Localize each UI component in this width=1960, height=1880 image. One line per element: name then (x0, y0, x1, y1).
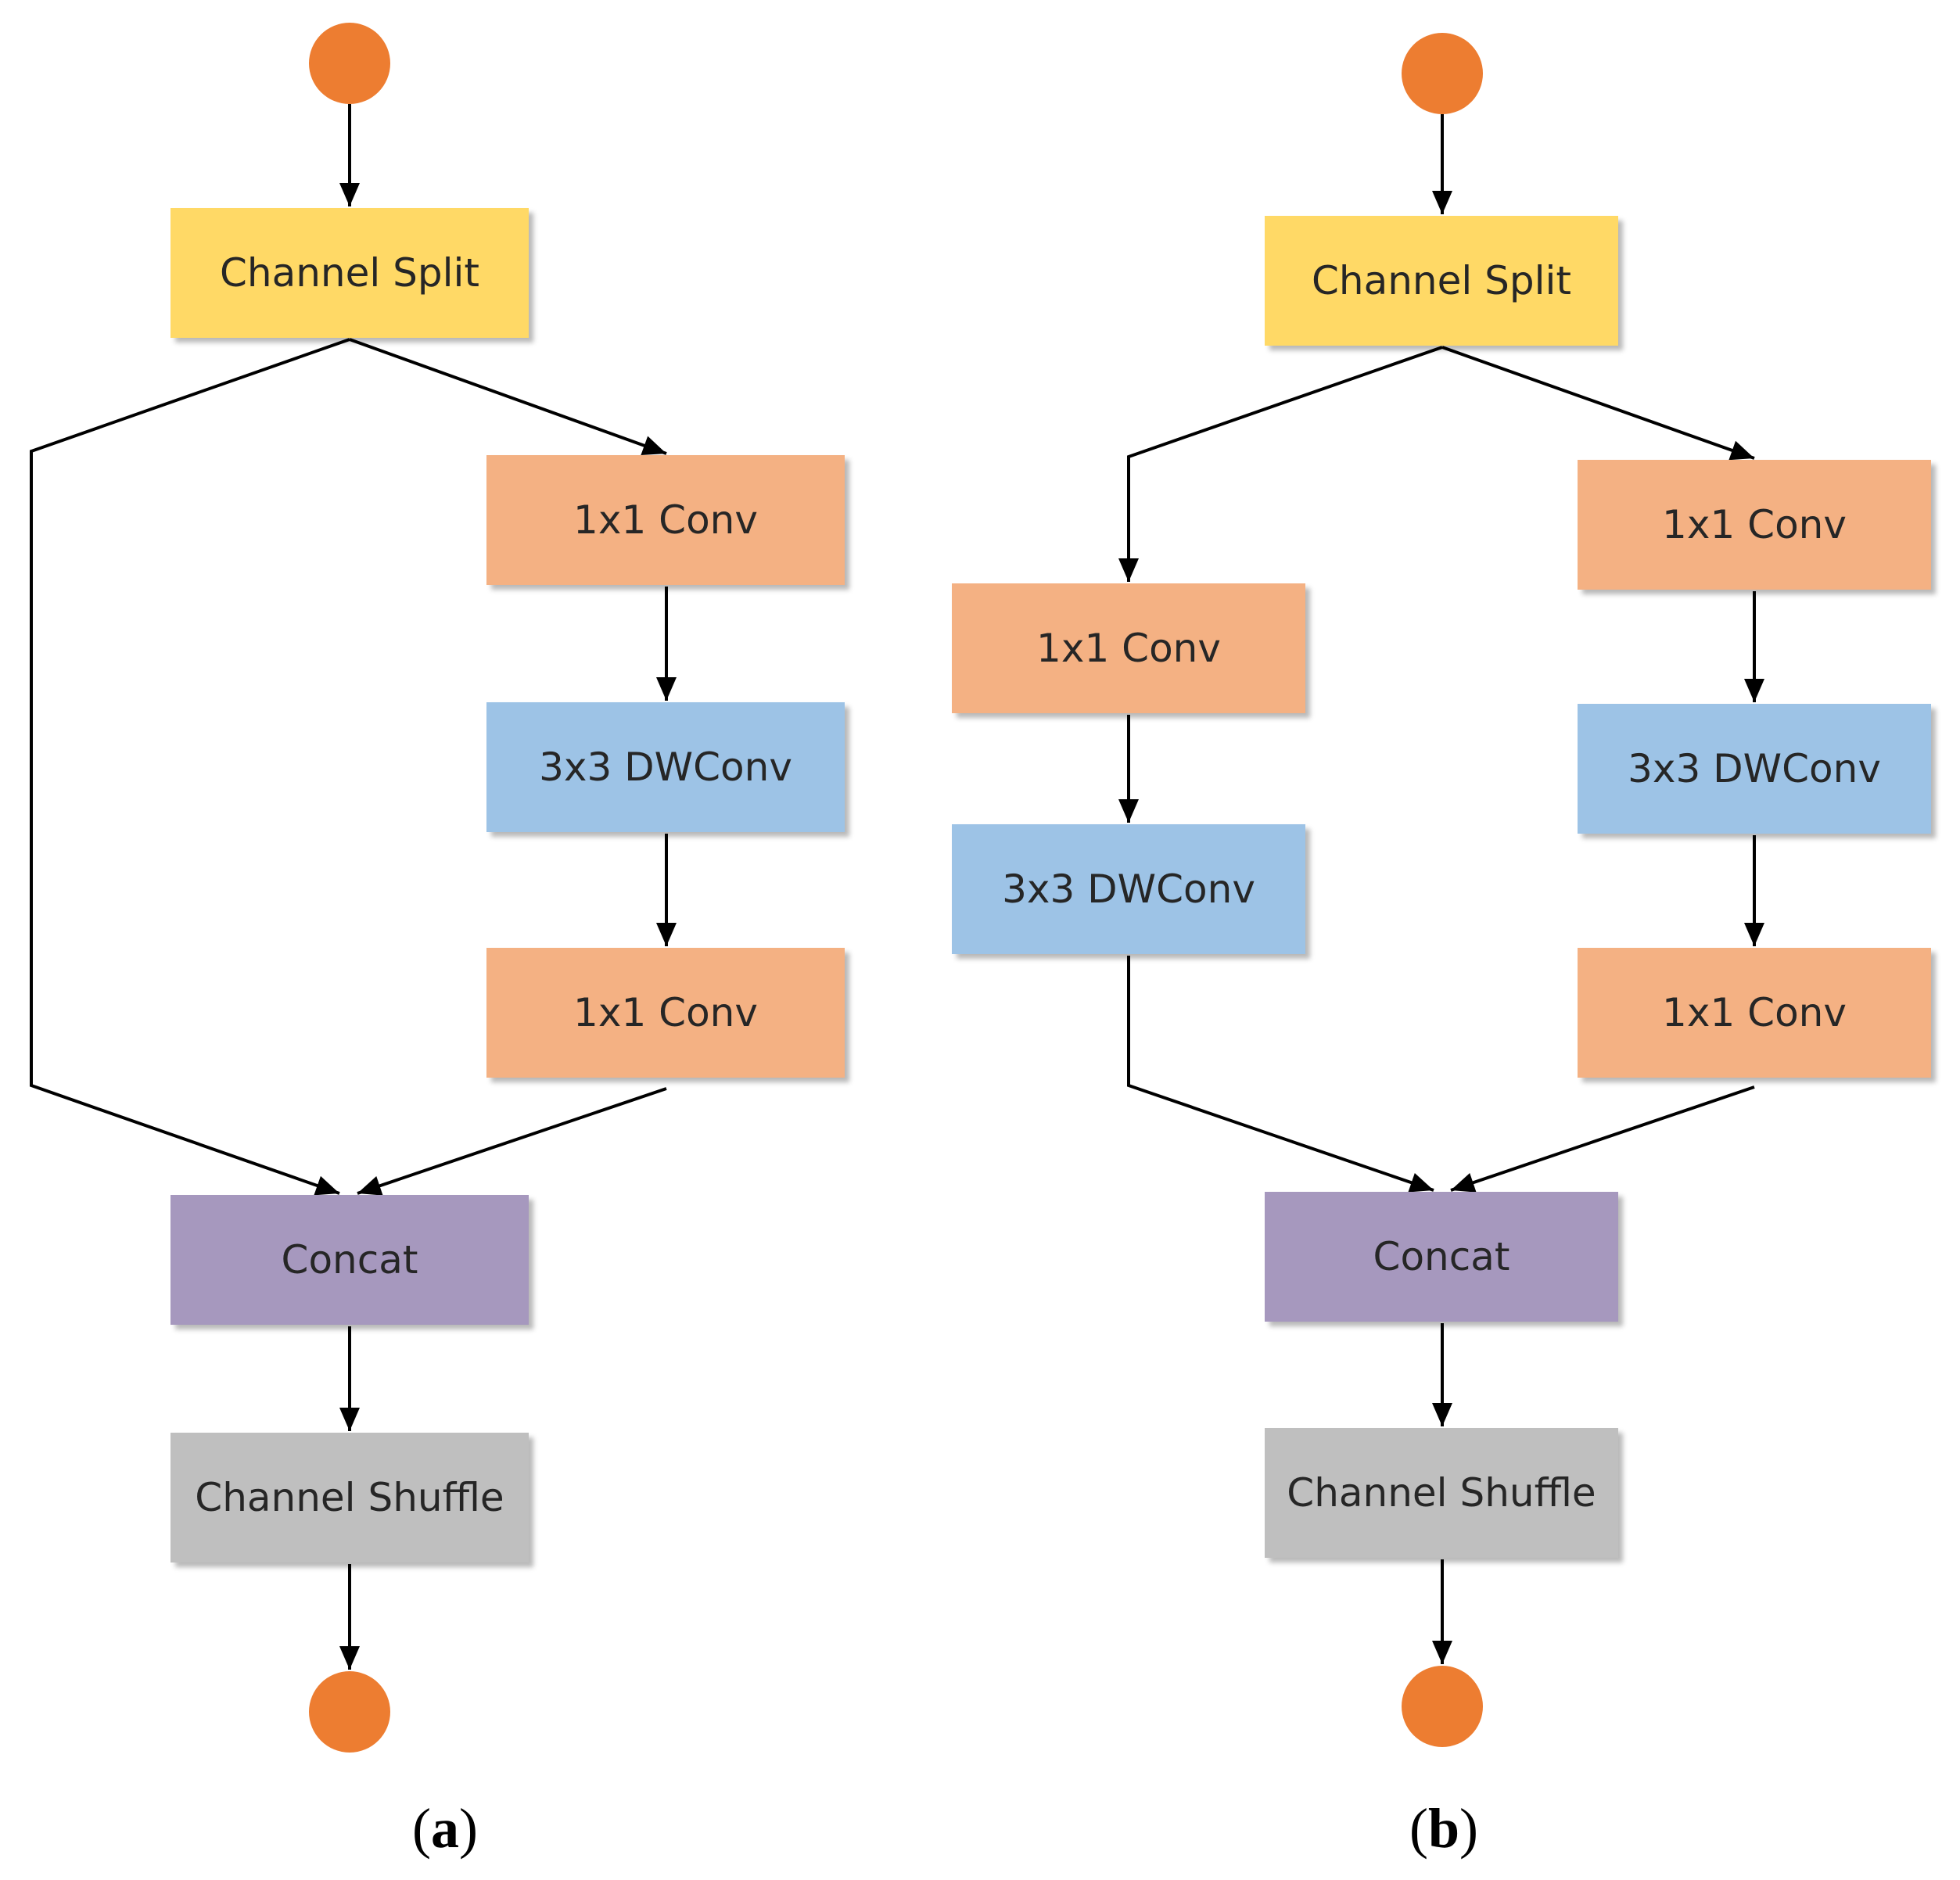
b-right-conv1x1-top-node: 1x1 Conv (1578, 460, 1931, 590)
a-edge-split-concat-bypass (30, 338, 350, 1195)
a-output-terminal (309, 1671, 390, 1753)
a-channel-shuffle-node: Channel Shuffle (171, 1433, 529, 1562)
a-edge-shuffle-output-arrowhead (339, 1646, 360, 1670)
a-caption-letter: a (431, 1797, 459, 1860)
b-channel-shuffle-node: Channel Shuffle (1265, 1428, 1618, 1558)
b-edge-split-right-arrowhead (1728, 440, 1754, 461)
a-dwconv-node: 3x3 DWConv (486, 702, 845, 832)
a-concat-node: Concat (171, 1195, 529, 1325)
a-caption-open: ( (412, 1797, 431, 1860)
a-edge-conv1-dw-arrowhead (656, 677, 677, 701)
b-edge-input-split-arrowhead (1432, 191, 1452, 214)
b-edge-shuffle-output-arrowhead (1432, 1641, 1452, 1664)
b-edge-split-left (1127, 346, 1443, 582)
b-caption-letter: b (1427, 1797, 1460, 1860)
a-edge-split-conv1-arrowhead (641, 436, 666, 456)
b-edge-leftdw-concat-arrowhead (1408, 1172, 1434, 1193)
a-edge-conv2-concat (357, 1087, 667, 1195)
b-right-dwconv-node: 3x3 DWConv (1578, 704, 1931, 834)
a-edge-concat-shuffle-arrowhead (339, 1408, 360, 1431)
b-edge-rightdw-rightconv2-arrowhead (1744, 923, 1764, 946)
b-output-terminal (1402, 1666, 1483, 1747)
a-edge-dw-conv2-arrowhead (656, 923, 677, 946)
b-edge-leftconv-leftdw-arrowhead (1118, 799, 1139, 823)
b-edge-concat-shuffle-arrowhead (1432, 1403, 1452, 1426)
b-left-dwconv-node: 3x3 DWConv (952, 824, 1305, 954)
b-edge-rightconv1-rightdw-arrowhead (1744, 679, 1764, 702)
a-edge-conv2-concat-arrowhead (357, 1176, 383, 1196)
edge-group (30, 104, 1764, 1670)
b-left-conv1x1-node: 1x1 Conv (952, 583, 1305, 713)
a-edge-input-split-arrowhead (339, 183, 360, 206)
b-concat-node: Concat (1265, 1192, 1618, 1322)
b-caption: (b) (1366, 1796, 1522, 1861)
b-right-conv1x1-bottom-node: 1x1 Conv (1578, 948, 1931, 1078)
a-conv1x1-bottom-node: 1x1 Conv (486, 948, 845, 1078)
a-input-terminal (309, 23, 390, 104)
b-edge-split-left-arrowhead (1118, 558, 1139, 582)
a-edge-split-conv1 (349, 338, 667, 455)
b-edge-rightconv2-concat (1450, 1085, 1755, 1192)
b-edge-rightconv2-concat-arrowhead (1451, 1173, 1477, 1193)
b-caption-open: ( (1409, 1797, 1428, 1860)
a-caption-close: ) (459, 1797, 478, 1860)
b-input-terminal (1402, 33, 1483, 114)
a-conv1x1-top-node: 1x1 Conv (486, 455, 845, 585)
a-edge-split-concat-bypass-arrowhead (314, 1175, 339, 1196)
b-channel-split-node: Channel Split (1265, 216, 1618, 346)
b-edge-leftdw-concat (1127, 956, 1434, 1192)
b-caption-close: ) (1459, 1797, 1478, 1860)
b-edge-split-right (1441, 346, 1755, 460)
a-caption: (a) (367, 1796, 523, 1861)
a-channel-split-node: Channel Split (171, 208, 529, 338)
